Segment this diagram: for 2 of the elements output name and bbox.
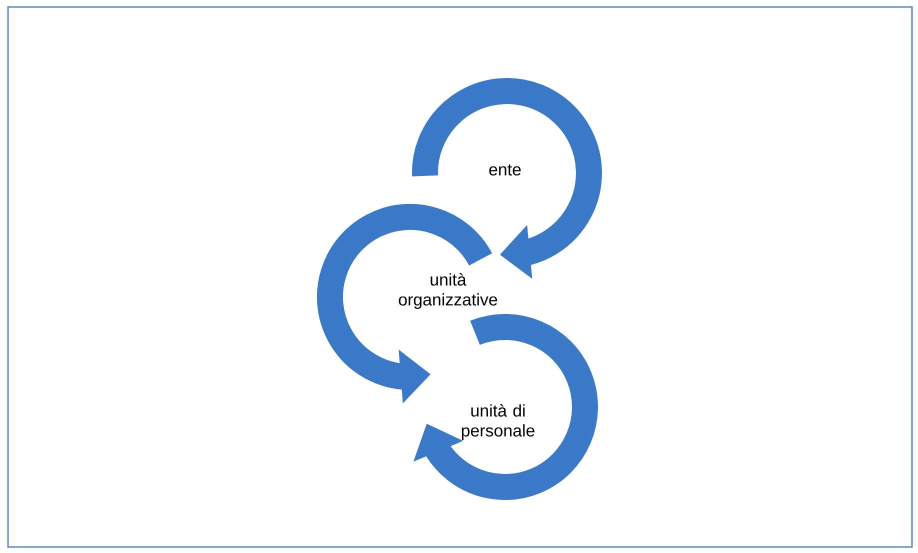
node-label: ente (489, 164, 521, 176)
node-label: unità di personale (462, 404, 534, 440)
